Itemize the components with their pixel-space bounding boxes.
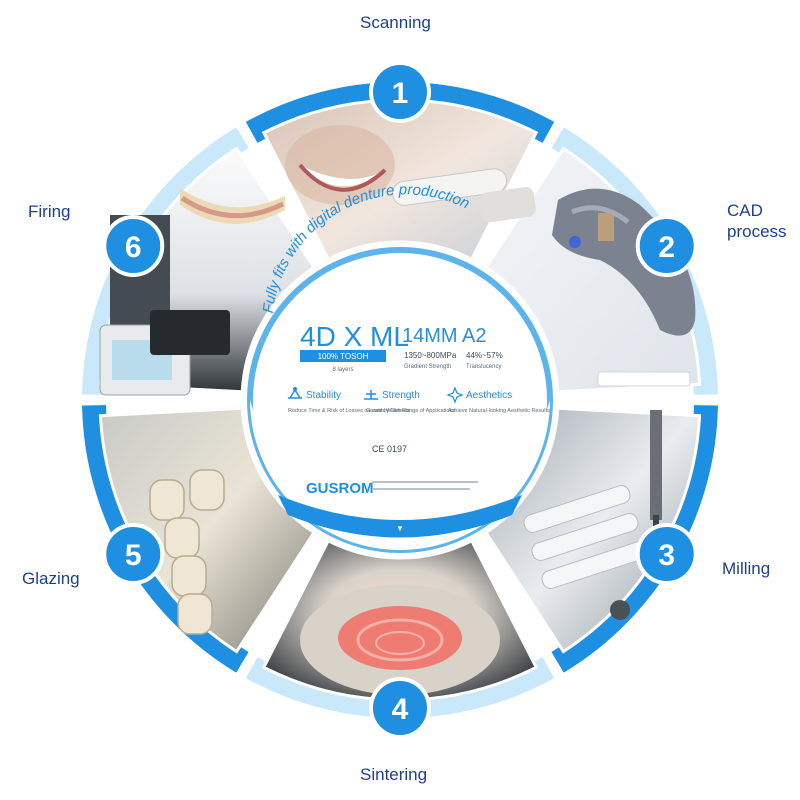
disc-footer-arrow: ▼ xyxy=(396,524,404,533)
glazing-bridge xyxy=(149,469,225,635)
step-3-label: Milling xyxy=(722,559,771,578)
step-3-circle xyxy=(635,523,698,585)
milling-machine xyxy=(523,410,662,620)
step-2-label: CAD process xyxy=(727,201,787,242)
step-5-number: 5 xyxy=(125,539,142,572)
svg-text:Achieve Natural-looking Aesthe: Achieve Natural-looking Aesthetic Result… xyxy=(448,408,550,414)
step-6-number: 6 xyxy=(125,231,142,264)
sintering-furnace xyxy=(300,585,500,695)
step-3-number: 3 xyxy=(658,539,675,572)
brand-logo: GUSROM xyxy=(306,480,374,497)
glazing-segment xyxy=(98,406,317,654)
strength-icon xyxy=(364,390,378,400)
sintering-segment-band xyxy=(245,657,555,718)
stability-feature: Stability Reduce Time & Risk of Losses c… xyxy=(288,387,410,414)
tosoh-badge xyxy=(300,350,386,362)
svg-text:Strength: Strength xyxy=(382,390,420,401)
ce-mark: CE 0197 xyxy=(372,444,407,454)
step-4-circle xyxy=(369,677,431,739)
step-5-circle xyxy=(102,523,165,585)
svg-text:Aesthetics: Aesthetics xyxy=(466,390,512,401)
step-2-circle xyxy=(635,215,698,277)
stability-icon xyxy=(288,389,302,399)
translucency-value: 44%~57% xyxy=(466,351,503,360)
step-1-number: 1 xyxy=(392,77,409,110)
step-4-label: Sintering xyxy=(360,765,428,784)
step-1-circle xyxy=(369,61,431,123)
svg-text:Stability: Stability xyxy=(306,390,341,401)
step-5-label: Glazing xyxy=(22,569,80,588)
disc-bottom-band xyxy=(278,495,522,538)
svg-text:Greater Wider Range of Applica: Greater Wider Range of Applications xyxy=(366,408,456,414)
step-2-number: 2 xyxy=(658,231,675,264)
step-6-circle xyxy=(102,215,165,277)
step-1-label: Scanning xyxy=(360,13,431,32)
scanning-photo xyxy=(285,125,536,223)
strength-feature: Strength Greater Wider Range of Applicat… xyxy=(364,390,456,414)
sparkle-icon xyxy=(446,386,464,404)
tosoh-badge-text: 100% TOSOH xyxy=(318,352,369,361)
scanner-wand xyxy=(391,168,508,206)
step-6-label: Firing xyxy=(28,202,71,221)
scanning-segment-band xyxy=(245,82,555,143)
layers-note: 8 layers xyxy=(332,367,353,373)
strength-note: Gradient Strength xyxy=(404,364,451,370)
translucency-note: Translucency xyxy=(466,364,501,370)
step-number-badges: 1 2 3 4 5 6 xyxy=(102,61,698,739)
product-size: 14MM A2 xyxy=(402,325,486,347)
step-4-number: 4 xyxy=(392,693,409,726)
aesthetics-feature: Aesthetics Achieve Natural-looking Aesth… xyxy=(446,386,550,414)
svg-text:Reduce Time & Risk of Losses c: Reduce Time & Risk of Losses caused by D… xyxy=(288,408,410,414)
smile-teeth xyxy=(300,165,385,187)
strength-value: 1350~800MPa xyxy=(404,351,457,360)
product-name: 4D X ML xyxy=(300,321,409,352)
